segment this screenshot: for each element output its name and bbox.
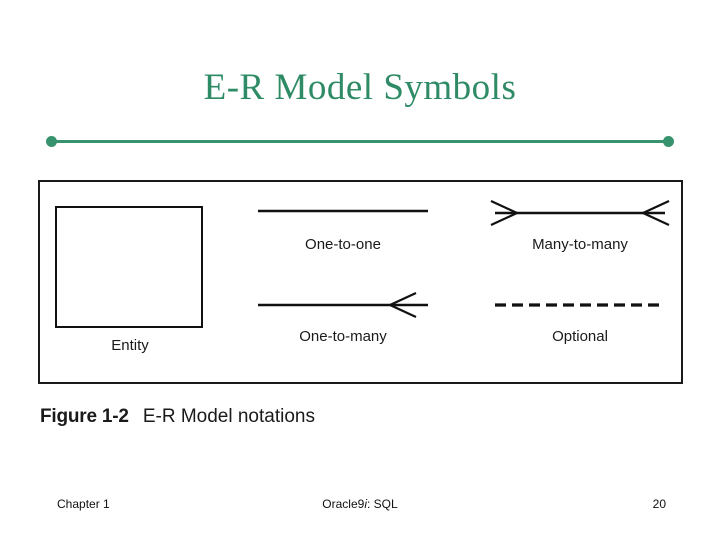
one-to-many-line-icon [258,292,428,318]
page-title: E-R Model Symbols [203,67,517,108]
divider-line [52,140,668,143]
symbol-label-many-to-many: Many-to-many [532,236,628,253]
footer-course-suffix: : SQL [367,497,398,511]
footer-page-number: 20 [652,497,666,511]
figure-caption: Figure 1-2 E-R Model notations [40,406,315,428]
title-divider [46,136,674,148]
symbol-label-one-to-one: One-to-one [305,236,381,253]
slide-footer: Chapter 1 Oracle9i: SQL 20 [0,493,720,517]
figure-caption-number: Figure 1-2 [40,406,129,427]
symbol-label-one-to-many: One-to-many [299,328,387,345]
symbol-one-to-one: One-to-one [250,200,436,274]
footer-chapter: Chapter 1 [57,497,110,511]
one-to-one-line-icon [258,209,428,213]
many-to-many-line-icon [490,200,670,226]
footer-course: Oracle9i: SQL [0,497,720,511]
symbol-label-entity: Entity [111,337,149,354]
entity-rectangle-icon [55,206,203,328]
divider-dot-right-icon [663,136,674,147]
footer-course-prefix: Oracle9 [322,497,365,511]
symbol-optional: Optional [487,292,673,366]
symbol-label-optional: Optional [552,328,608,345]
figure-caption-text: E-R Model notations [142,406,315,427]
figure-image: Entity One-to-one Many-to-many [38,180,683,384]
optional-dashed-line-icon [495,303,665,307]
footer-course-italic: i [364,497,367,511]
symbol-one-to-many: One-to-many [250,292,436,366]
symbol-many-to-many: Many-to-many [487,200,673,274]
divider-dot-left-icon [46,136,57,147]
